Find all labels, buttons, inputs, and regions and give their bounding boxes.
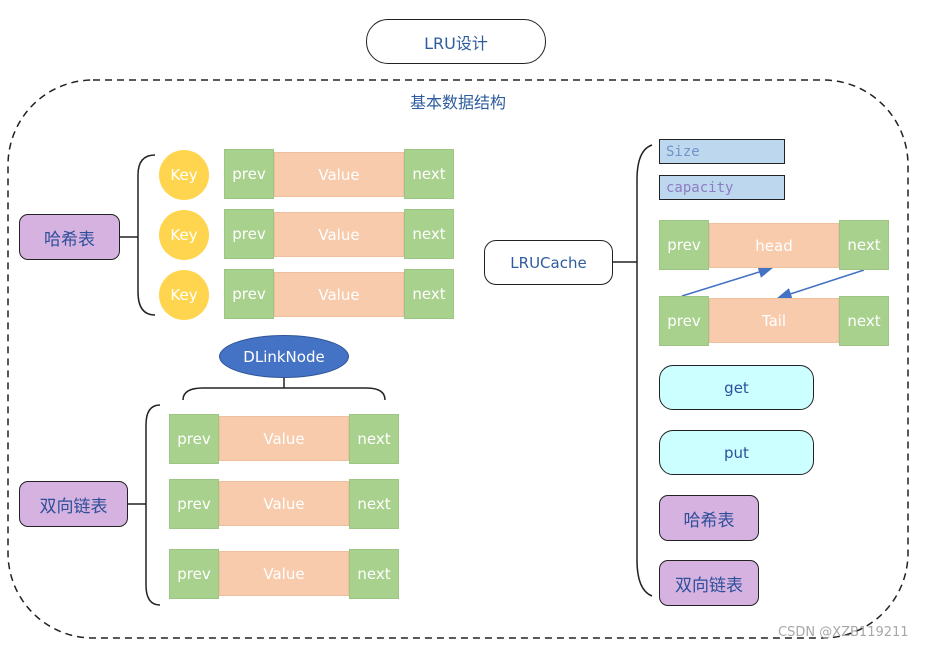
key-circle: Key xyxy=(159,150,209,200)
diagram-title: LRU设计 xyxy=(366,19,546,64)
put-method: put xyxy=(659,430,814,475)
key-circle: Key xyxy=(159,270,209,320)
value-cell: Value xyxy=(274,152,404,197)
lrucache-brace xyxy=(636,144,653,597)
next-cell: next xyxy=(404,149,454,199)
key-circle: Key xyxy=(159,210,209,260)
next-cell: next xyxy=(349,549,399,599)
lrucache-box: LRUCache xyxy=(484,240,613,285)
tail-value-cell: Tail xyxy=(709,298,839,343)
next-cell: next xyxy=(404,269,454,319)
tail-prev-to-head-arrow xyxy=(681,266,774,297)
dlinknode-oval: DLinkNode xyxy=(219,335,349,378)
dlinknode-brace xyxy=(182,387,386,401)
prev-cell: prev xyxy=(169,549,219,599)
value-cell: Value xyxy=(219,416,349,461)
hash-table-label: 哈希表 xyxy=(19,214,120,260)
value-cell: Value xyxy=(274,212,404,257)
head-prev-cell: prev xyxy=(659,220,709,270)
capacity-field: capacity xyxy=(659,175,785,200)
tail-prev-cell: prev xyxy=(659,296,709,346)
value-cell: Value xyxy=(274,272,404,317)
head-value-cell: head xyxy=(709,223,839,268)
size-field: Size xyxy=(659,139,785,164)
dashed-container xyxy=(7,79,909,639)
lrucache-linked-list-member: 双向链表 xyxy=(659,560,759,606)
prev-cell: prev xyxy=(224,149,274,199)
section-title: 基本数据结构 xyxy=(409,93,506,112)
lrucache-hash-table-member: 哈希表 xyxy=(659,495,759,541)
head-next-cell: next xyxy=(839,220,889,270)
next-cell: next xyxy=(349,414,399,464)
next-cell: next xyxy=(404,209,454,259)
linked-list-label: 双向链表 xyxy=(19,481,128,527)
prev-cell: prev xyxy=(224,269,274,319)
get-method: get xyxy=(659,365,814,410)
hash-table-brace xyxy=(137,154,156,316)
linked-list-brace xyxy=(145,404,161,606)
tail-next-cell: next xyxy=(839,296,889,346)
value-cell: Value xyxy=(219,551,349,596)
head-next-to-tail-arrow xyxy=(776,269,865,300)
next-cell: next xyxy=(349,479,399,529)
value-cell: Value xyxy=(219,481,349,526)
prev-cell: prev xyxy=(169,414,219,464)
watermark: CSDN @XZB119211 xyxy=(778,625,909,640)
prev-cell: prev xyxy=(224,209,274,259)
prev-cell: prev xyxy=(169,479,219,529)
